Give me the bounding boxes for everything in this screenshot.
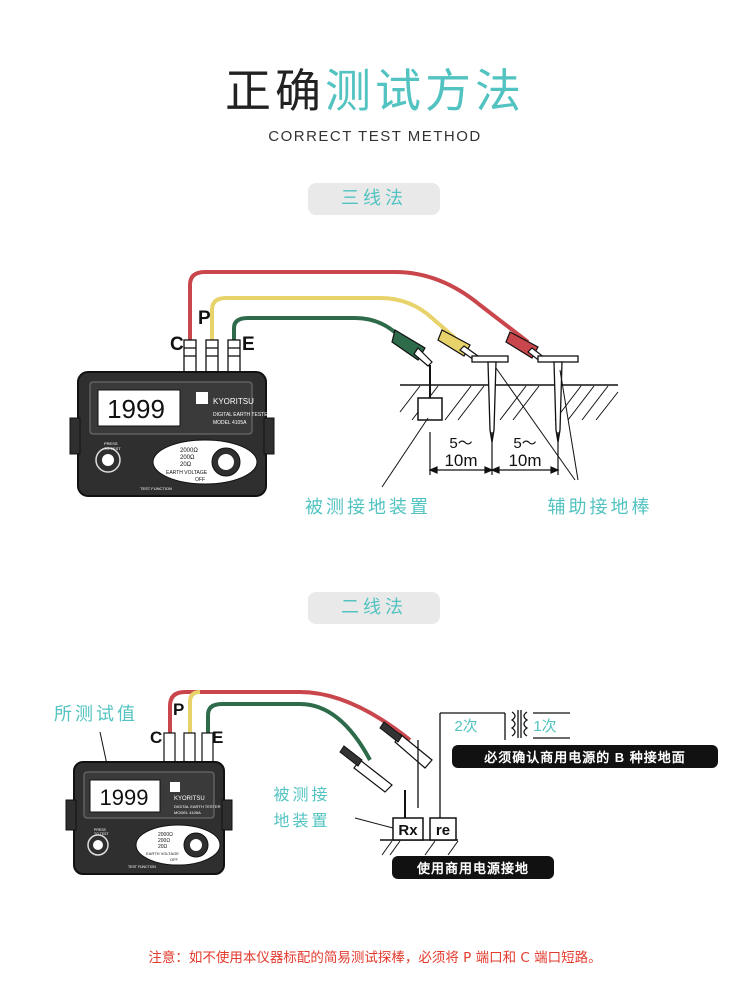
earth-voltage-label-2: EARTH VOLTAGE [146, 851, 179, 856]
press-label: PRESS [104, 441, 118, 446]
red-wire-2 [168, 690, 412, 742]
re-box [429, 817, 457, 841]
red-wire [188, 270, 530, 344]
page-title: 正确测试方法 [0, 55, 750, 121]
earth-tester-2: 1999 KYORITSU DIGITAL EARTH TESTER MODEL… [65, 761, 233, 875]
range-2000-2: 2000Ω [158, 832, 173, 838]
green-wire-2 [206, 702, 372, 761]
green-wire [232, 316, 412, 347]
test-function-label-2: TEST FUNCTION [128, 865, 156, 869]
off-label-2: OFF [170, 857, 179, 862]
range-200: 200Ω [180, 455, 195, 461]
rx-box [392, 817, 424, 841]
banner-top: 必须确认商用电源的 B 种接地面 [483, 750, 686, 765]
two-wire-diagram: 2次 1次 必须确认商用电源的 B 种接地面 使用商用电源接地 Rx re 被测… [54, 690, 718, 879]
terminal-c-2: C [150, 728, 162, 747]
tester-brand-2: KYORITSU [174, 796, 205, 802]
dist2-top: 5～ [513, 435, 536, 452]
rod-pointer-2 [559, 369, 579, 481]
terminal-e-2: E [212, 728, 223, 747]
two-wire-pill: 二线法 [308, 592, 440, 624]
range-2000: 2000Ω [180, 448, 198, 454]
ground-hatching-2 [381, 840, 459, 856]
banner-bottom: 使用商用电源接地 [416, 861, 529, 876]
connectors-2 [163, 732, 214, 764]
terminal-p-2: P [173, 700, 184, 719]
test-function-label: TEST FUNCTION [140, 486, 172, 491]
yellow-wire [210, 296, 457, 340]
aux-rod-1 [471, 355, 509, 443]
earth-tester: 1999 KYORITSU DIGITAL EARTH TESTER MODEL… [69, 371, 275, 497]
dist2-bottom: 10m [508, 451, 541, 470]
device-pointer [381, 417, 429, 488]
red-clip-2 [379, 721, 433, 769]
three-wire-diagram: 5～ 10m 5～ 10m C P E 1999 KYORITSU DIGITA… [69, 270, 653, 517]
terminal-p: P [198, 308, 211, 329]
device-box [417, 397, 443, 421]
press-label-2: PRESS [94, 828, 107, 832]
banner-top-bg [452, 745, 718, 768]
yellow-wire-2 [188, 690, 201, 733]
banner-bottom-bg [392, 856, 554, 879]
to-test-label-2: TO TEST [94, 832, 110, 836]
dist1-top: 5～ [449, 435, 472, 452]
title-teal: 测试方法 [325, 64, 525, 118]
footer-note: 注意：如不使用本仪器标配的简易测试探棒，必须将 P 端口和 C 端口短路。 [148, 950, 602, 966]
tester-model-line1: DIGITAL EARTH TESTER [213, 412, 272, 418]
tester-model-line1-2: DIGITAL EARTH TESTER [174, 804, 221, 809]
re-label: re [436, 822, 450, 839]
earth-voltage-label: EARTH VOLTAGE [166, 470, 208, 476]
tester-model-line2: MODEL 4105A [213, 420, 247, 426]
terminal-e: E [242, 334, 255, 355]
rod-pointer-1 [495, 367, 576, 481]
transformer [417, 710, 570, 808]
device-label: 被测接地装置 [305, 497, 431, 517]
dimension-lines [428, 432, 560, 475]
three-wire-pill: 三线法 [308, 183, 440, 215]
primary-label: 1次 [533, 718, 556, 735]
range-20-2: 20Ω [158, 844, 168, 850]
dist1-bottom: 10m [444, 451, 477, 470]
device-label-line2: 地装置 [273, 812, 330, 830]
terminal-c: C [170, 334, 184, 355]
connectors [183, 339, 241, 373]
rods-label: 辅助接地棒 [548, 497, 653, 517]
to-test-label: TO TEST [104, 446, 121, 451]
green-clip-2 [339, 745, 393, 793]
value-label: 所测试值 [54, 704, 138, 724]
secondary-label: 2次 [454, 718, 477, 735]
range-20: 20Ω [180, 462, 192, 468]
off-label: OFF [195, 477, 205, 483]
title-dark: 正确 [225, 64, 325, 118]
ground-hatching [399, 385, 619, 421]
rx-label: Rx [398, 822, 418, 839]
tester-display-2: 1999 [100, 785, 149, 810]
range-200-2: 200Ω [158, 838, 170, 844]
green-clip [391, 329, 433, 367]
page-subtitle: CORRECT TEST METHOD [268, 128, 482, 145]
tester-brand: KYORITSU [213, 397, 254, 406]
device-label-line1: 被测接 [273, 786, 330, 804]
tester-model-line2-2: MODEL 4105A [174, 810, 201, 815]
tester-display: 1999 [107, 394, 165, 424]
aux-rod-2 [537, 355, 579, 443]
